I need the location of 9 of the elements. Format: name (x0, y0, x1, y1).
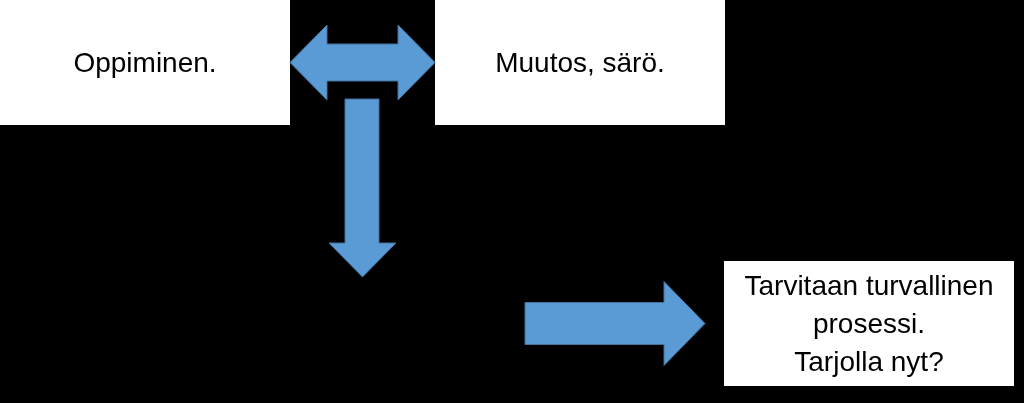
node-text: Tarjolla nyt? (794, 344, 944, 379)
node-text: Muutos, särö. (495, 45, 665, 80)
arrow (524, 281, 706, 366)
node-text: Tarvitaan turvallinen prosessi. (743, 268, 995, 341)
double-arrow (289, 24, 436, 101)
text-box (724, 261, 1014, 386)
node-text: Oppiminen. (73, 45, 217, 80)
text-box (435, 0, 725, 125)
text-box (0, 0, 290, 125)
